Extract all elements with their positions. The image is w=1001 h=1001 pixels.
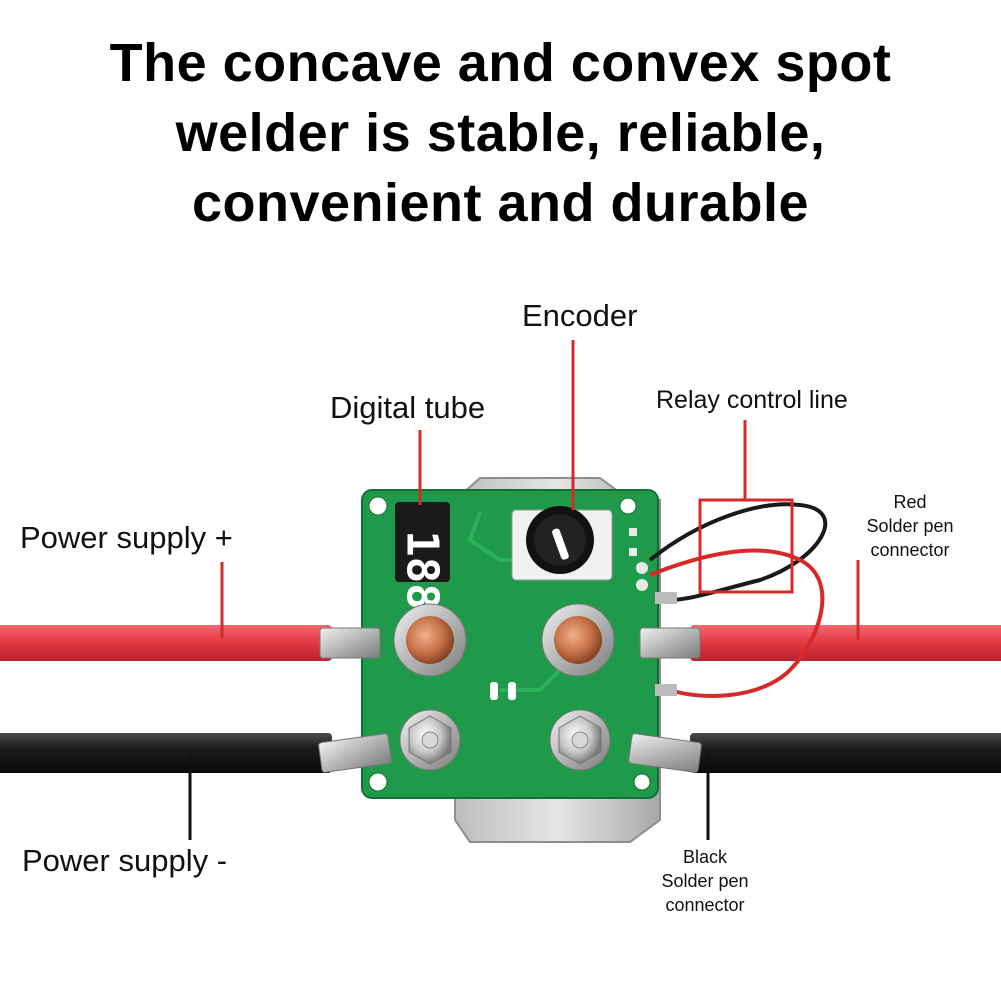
power-supply-plus-label: Power supply +	[20, 520, 233, 555]
lug-bottom-left	[318, 709, 461, 773]
red-cable-right	[690, 625, 1001, 661]
encoder-knob	[511, 506, 613, 581]
black-cable-left	[0, 733, 332, 773]
black-connector-line-1: Black	[682, 847, 727, 867]
black-connector-label: Black Solder pen connector	[645, 845, 765, 917]
lug-bottom-right	[549, 709, 702, 773]
red-connector-line-1: Red	[893, 492, 927, 512]
red-connector-line-2: Solder pen	[866, 516, 954, 536]
black-pointer-lines	[188, 752, 710, 840]
relay-control-line-label: Relay control line	[656, 386, 848, 414]
digital-tube-label: Digital tube	[330, 390, 486, 425]
display-digits: 188	[397, 530, 448, 609]
power-supply-minus-label: Power supply -	[22, 843, 228, 878]
headline-line-1: The concave and convex spot	[109, 33, 892, 93]
red-connector-line-3: connector	[870, 540, 950, 560]
headline-line-3: convenient and durable	[191, 173, 810, 233]
relay-highlight-box	[698, 498, 794, 594]
black-connector-line-3: connector	[665, 895, 745, 915]
headline-line-2: welder is stable, reliable,	[175, 103, 826, 163]
encoder-label: Encoder	[522, 298, 638, 333]
black-connector-line-2: Solder pen	[661, 871, 749, 891]
lug-top-right	[541, 603, 701, 677]
relay-control-wires	[648, 502, 828, 698]
red-connector-label: Red Solder pen connector	[850, 490, 970, 562]
digital-tube-display: 188	[395, 502, 450, 610]
black-cable-right	[690, 733, 1001, 773]
pointer-lines	[220, 340, 860, 640]
lug-top-left	[319, 603, 467, 677]
red-cable-left	[0, 625, 332, 661]
